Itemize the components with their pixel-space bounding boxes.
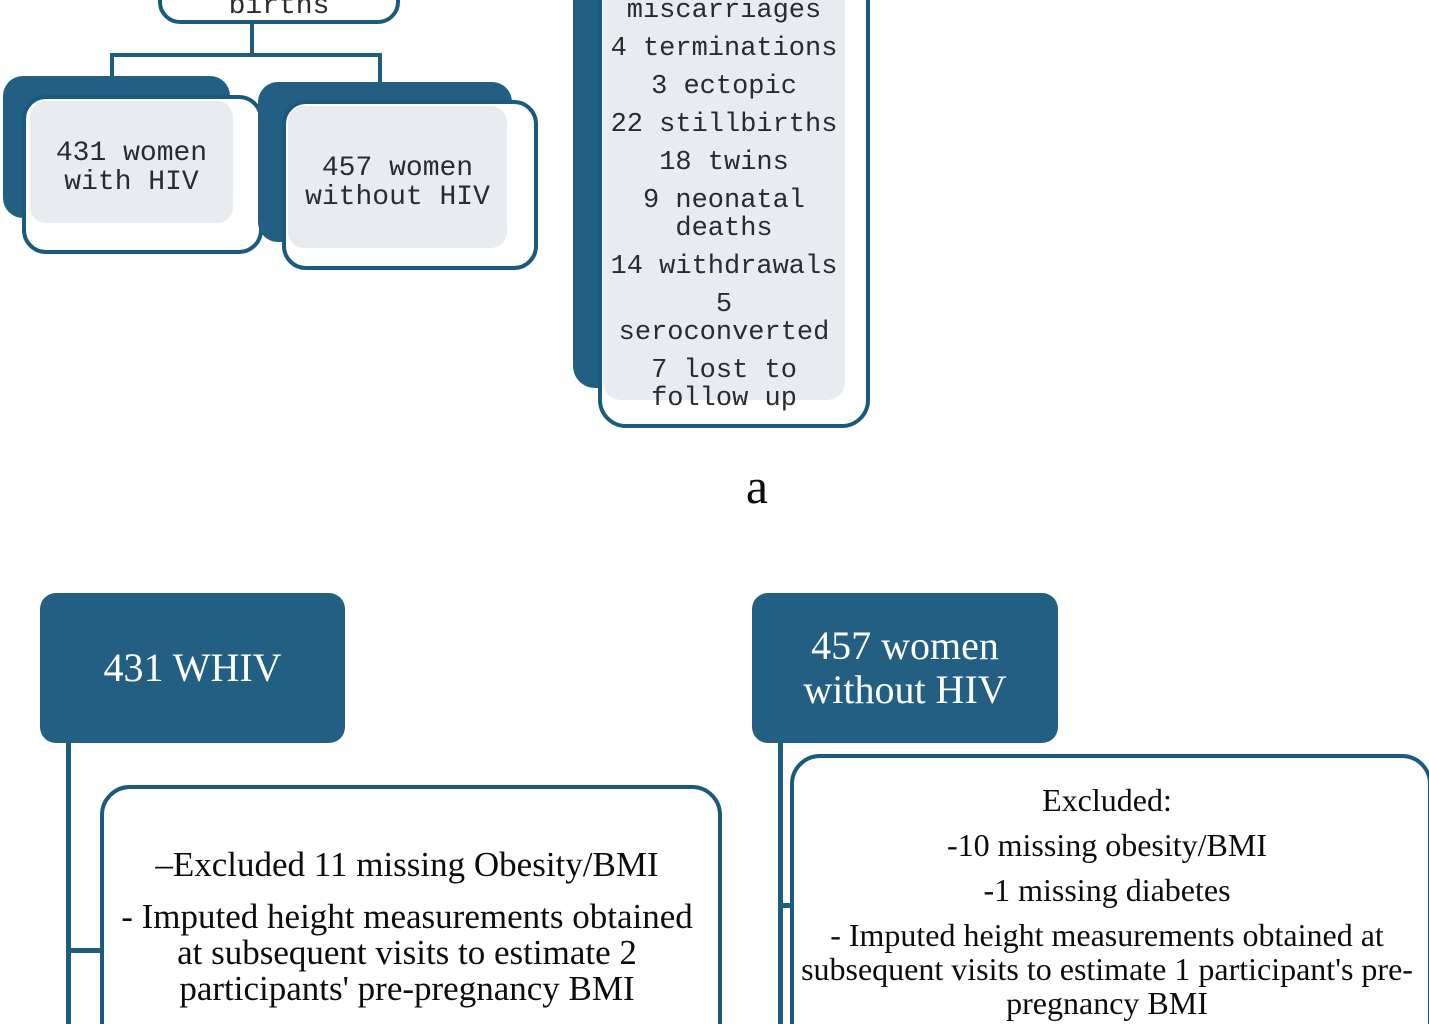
connector-nohiv-stub <box>778 903 794 908</box>
whiv-exclusions-para: - Imputed height measurements obtained a… <box>121 897 693 1008</box>
panel-a-caption: a <box>745 458 769 514</box>
nohiv-box-line2: without HIV <box>803 667 1007 712</box>
nohiv-box-line1: 457 women <box>811 623 999 668</box>
nohiv-exclusions-para: - Imputed height measurements obtained a… <box>801 917 1413 1021</box>
exclusions-list: miscarriages 4 terminations 3 ectopic 22… <box>603 0 845 423</box>
exclusion-item: 22 stillbirths <box>610 110 838 140</box>
whiv-exclusions-text: –Excluded 11 missing Obesity/BMI - Imput… <box>104 847 710 1007</box>
whiv-box-label: 431 WHIV <box>103 645 282 690</box>
exclusion-item: 14 withdrawals <box>610 252 838 282</box>
exclusion-item: 9 neonatal deaths <box>642 186 806 244</box>
connector-drop-right <box>378 56 382 84</box>
connector-horizontal-bar <box>110 53 382 57</box>
exclusion-item: miscarriages <box>626 0 822 26</box>
births-box-label: births <box>228 0 330 22</box>
connector-births-stem <box>250 14 254 54</box>
exclusion-item: 5 seroconverted <box>618 290 830 348</box>
hiv-box-line2: with HIV <box>64 167 199 198</box>
whiv-box: 431 WHIV <box>40 593 345 743</box>
connector-nohiv-vertical <box>778 743 783 1024</box>
whiv-exclusions-box <box>100 785 722 1024</box>
nohiv-box: 457 women without HIV <box>752 593 1058 743</box>
hiv-box-line1: 431 women <box>55 138 208 169</box>
exclusions-box-panel <box>603 0 845 400</box>
no-hiv-box-line1: 457 women <box>321 153 474 184</box>
exclusion-item: 18 twins <box>659 148 789 178</box>
nohiv-exclusions-box <box>790 754 1429 1024</box>
nohiv-exclusions-text: Excluded: -10 missing obesity/BMI -1 mis… <box>794 783 1420 1020</box>
connector-whiv-vertical <box>66 741 71 1024</box>
exclusion-item: 4 terminations <box>610 34 838 64</box>
no-hiv-box-panel: 457 women without HIV <box>288 106 507 248</box>
no-hiv-box-line2: without HIV <box>305 182 490 213</box>
births-box: births <box>158 0 400 24</box>
hiv-box-panel: 431 women with HIV <box>30 101 233 223</box>
connector-whiv-stub <box>66 948 104 953</box>
nohiv-exclusions-line1: -10 missing obesity/BMI <box>946 827 1267 863</box>
nohiv-exclusions-line2: -1 missing diabetes <box>983 872 1231 908</box>
connector-drop-left <box>110 56 114 78</box>
whiv-exclusions-line1: –Excluded 11 missing Obesity/BMI <box>155 845 659 884</box>
exclusion-item: 7 lost to follow up <box>651 356 797 414</box>
exclusion-item: 3 ectopic <box>651 72 797 102</box>
nohiv-exclusions-title: Excluded: <box>1042 782 1172 818</box>
